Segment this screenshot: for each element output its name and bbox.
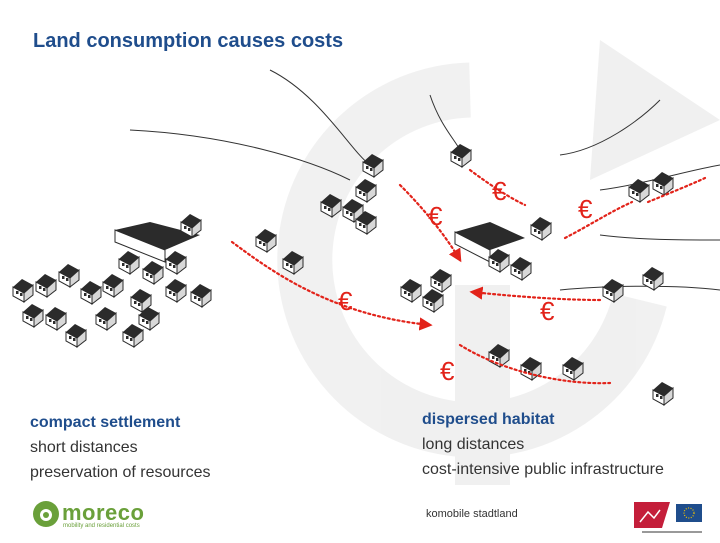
right-caption-line-3: cost-intensive public infrastructure [422, 461, 664, 478]
moreco-logo: moreco mobility and residential costs [32, 500, 144, 533]
dispersed-habitat-houses [400, 143, 674, 406]
compact-settlement-cluster [12, 153, 384, 348]
slide-title: Land consumption causes costs [33, 30, 344, 52]
euro-icon: € [492, 176, 507, 206]
left-caption-line-2: short distances [30, 439, 138, 456]
left-caption: compact settlement short distances prese… [30, 410, 211, 485]
euro-icon: € [540, 296, 555, 326]
cost-arrows [230, 168, 707, 385]
right-caption-heading: dispersed habitat [422, 411, 555, 428]
footer-center-text: komobile stadtland [426, 508, 518, 520]
right-caption-line-2: long distances [422, 436, 525, 453]
logo-tagline: mobility and residential costs [63, 523, 140, 529]
left-caption-line-3: preservation of resources [30, 464, 211, 481]
logo-name: moreco [62, 500, 145, 525]
background-watermark [277, 40, 720, 485]
euro-icon: € [578, 194, 593, 224]
euro-icon: € [428, 201, 443, 231]
eu-alpine-space-logo [632, 498, 710, 538]
euro-icon: € [440, 356, 455, 386]
euro-symbols: € € € € € € [338, 176, 593, 386]
right-caption: dispersed habitat long distances cost-in… [422, 407, 664, 482]
euro-icon: € [338, 286, 353, 316]
moreco-logo-icon [33, 501, 59, 527]
left-caption-heading: compact settlement [30, 414, 181, 431]
